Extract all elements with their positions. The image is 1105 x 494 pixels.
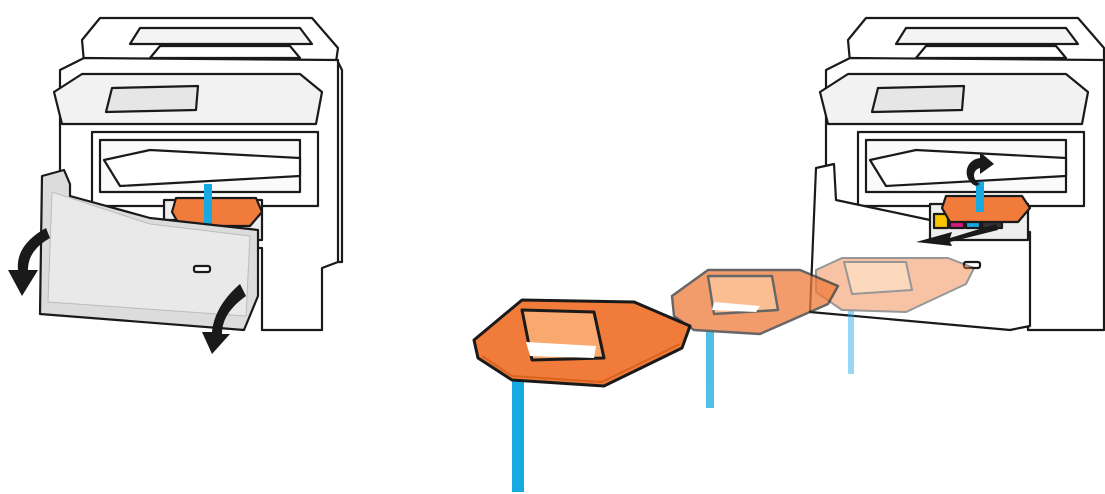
maintenance-tray-step-2 (672, 270, 838, 408)
maintenance-tray-installed (942, 196, 1030, 222)
touch-screen (106, 86, 198, 112)
tray-pull-tab (512, 372, 524, 492)
touch-screen (872, 86, 964, 112)
tray-pull-tab (976, 182, 984, 212)
door-latch (194, 266, 210, 272)
maintenance-tray-step-1 (474, 300, 690, 492)
tray-pull-tab (706, 320, 714, 408)
printer-left (40, 18, 342, 330)
